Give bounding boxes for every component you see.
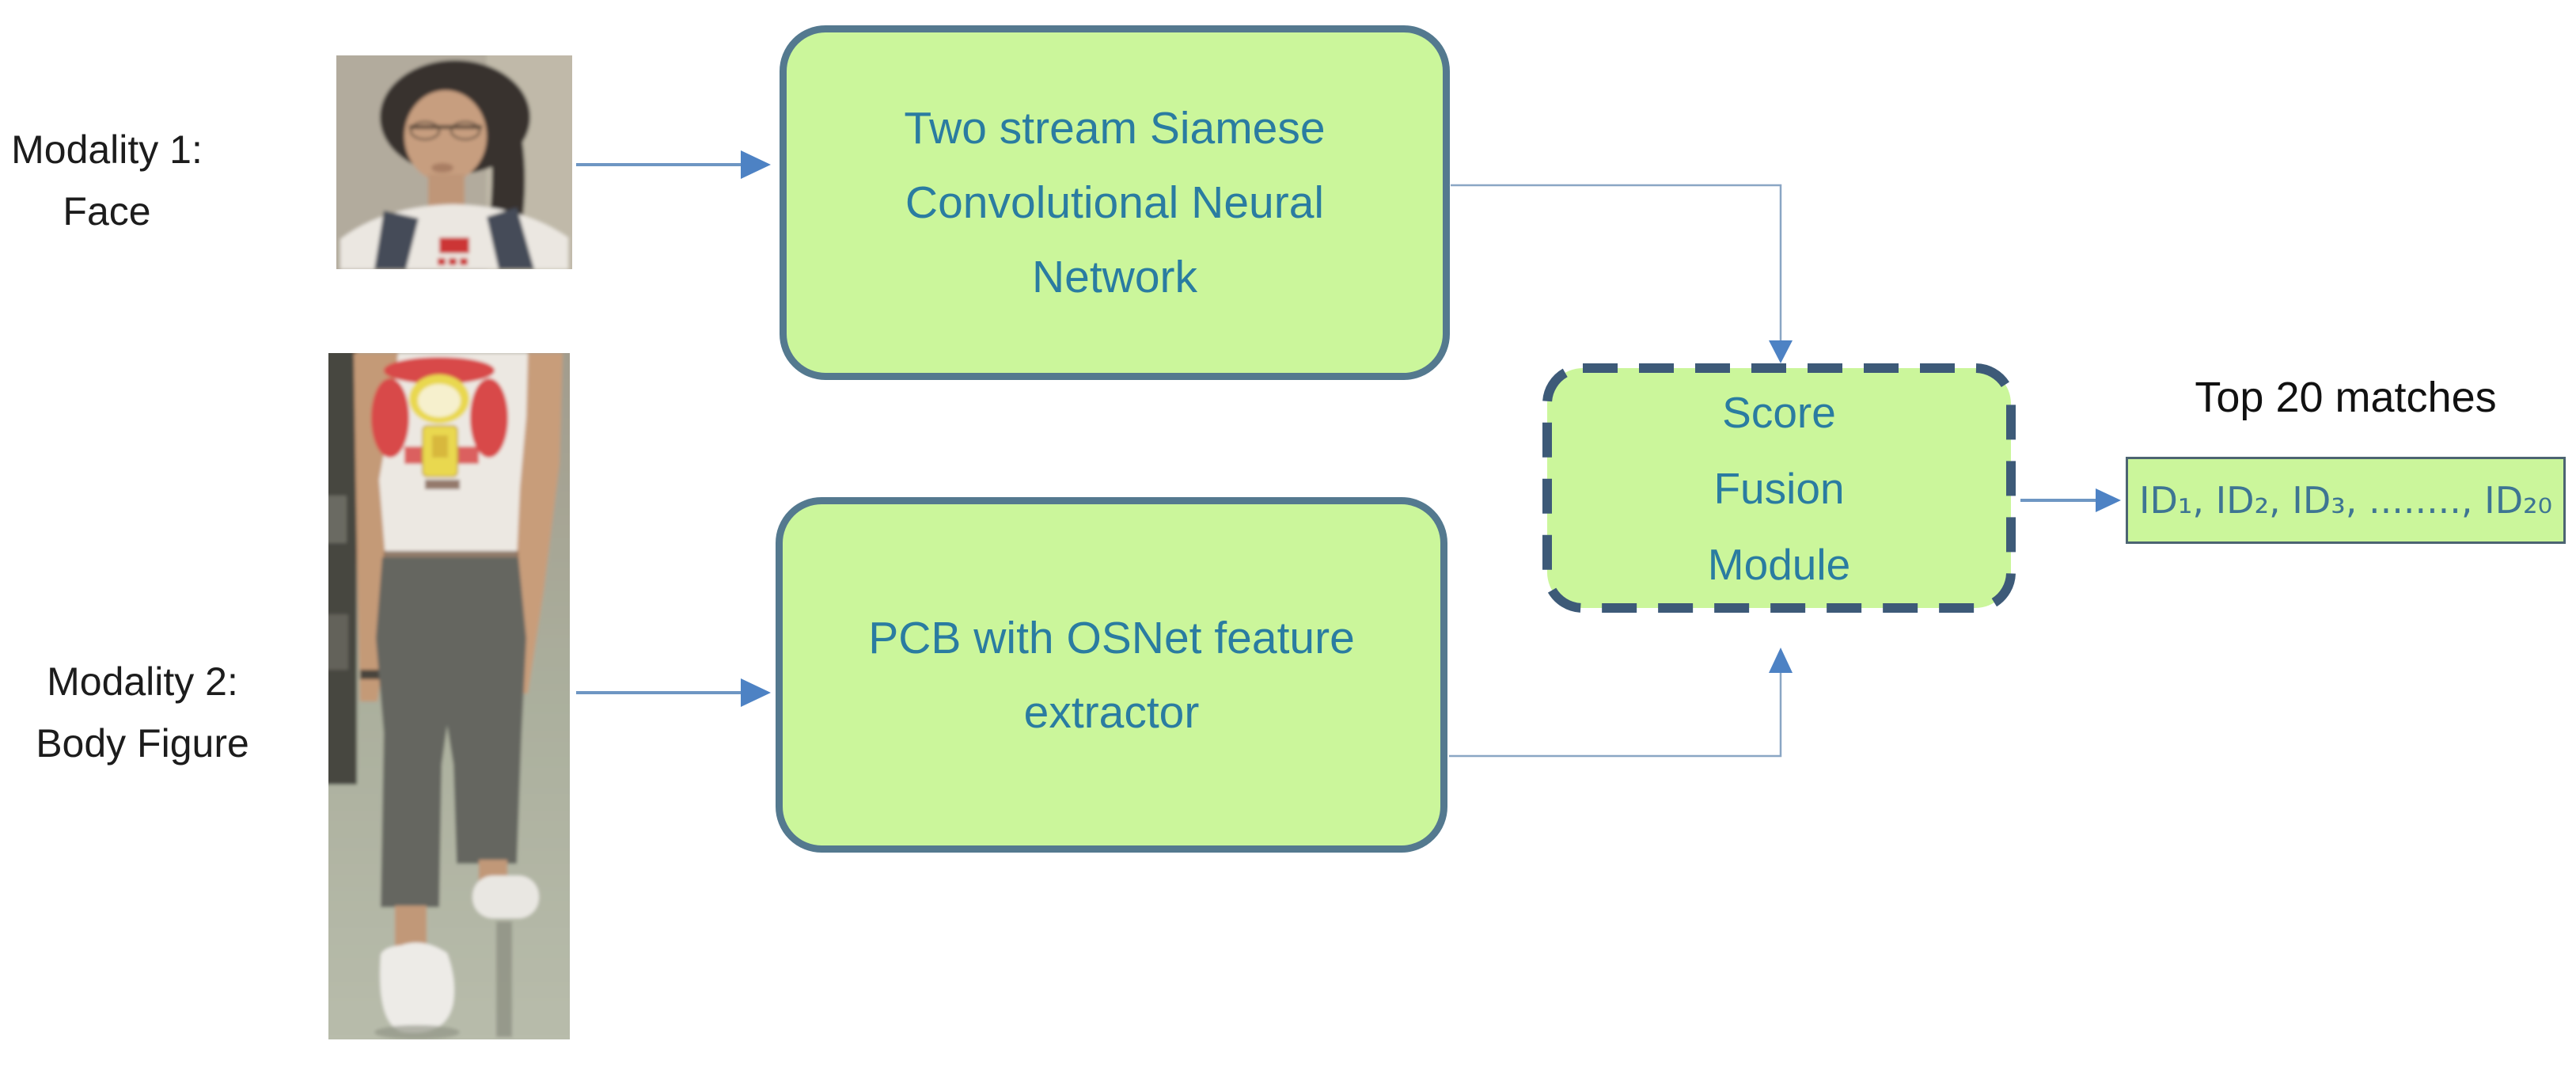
arrowhead-right-icon: [741, 150, 771, 179]
body-to-pcb-arrow: [576, 678, 771, 707]
siamese-to-fusion-connector: [1451, 184, 1793, 363]
face-to-siamese-arrow: [576, 150, 771, 179]
score-fusion-line1: Score: [1722, 387, 1836, 437]
face-photo-illustration: [336, 55, 572, 269]
score-fusion-line3: Module: [1707, 539, 1851, 589]
pcb-osnet-box: PCB with OSNet feature extractor: [776, 497, 1447, 853]
body-photo: [328, 353, 570, 1039]
score-fusion-line2: Fusion: [1713, 463, 1845, 513]
siamese-cnn-box-line1: Two stream Siamese: [904, 103, 1326, 154]
pcb-to-fusion-connector: [1449, 648, 1793, 758]
score-fusion-box: Score Fusion Module: [1542, 363, 2016, 614]
score-fusion-dashed-border: [1542, 363, 2016, 613]
fusion-to-output-arrow: [2020, 488, 2121, 512]
arrowhead-up-icon: [1769, 648, 1793, 673]
modality1-label-line1: Modality 1:: [11, 127, 203, 172]
arrowhead-right-icon: [2096, 488, 2121, 512]
id-list-text: ID₁, ID₂, ID₃, ........, ID₂₀: [2138, 479, 2553, 522]
modality2-label: Modality 2: Body Figure: [4, 651, 281, 774]
body-photo-illustration: [328, 353, 570, 1039]
top20-matches-label: Top 20 matches: [2195, 374, 2497, 421]
pcb-osnet-box-line2: extractor: [1023, 686, 1200, 738]
modality1-label-line2: Face: [63, 189, 151, 234]
pcb-osnet-box-line1: PCB with OSNet feature: [868, 612, 1355, 663]
siamese-cnn-box-line3: Network: [1031, 252, 1198, 302]
modality2-label-line2: Body Figure: [36, 721, 249, 766]
arrowhead-down-icon: [1769, 340, 1793, 363]
siamese-cnn-box-line2: Convolutional Neural: [905, 177, 1325, 228]
modality1-label: Modality 1: Face: [8, 119, 206, 242]
arrowhead-right-icon: [741, 678, 771, 707]
siamese-cnn-box: Two stream Siamese Convolutional Neural …: [780, 25, 1450, 380]
id-list-box: ID₁, ID₂, ID₃, ........, ID₂₀: [2126, 457, 2566, 544]
face-photo: [336, 55, 572, 269]
modality2-label-line1: Modality 2:: [47, 659, 238, 704]
